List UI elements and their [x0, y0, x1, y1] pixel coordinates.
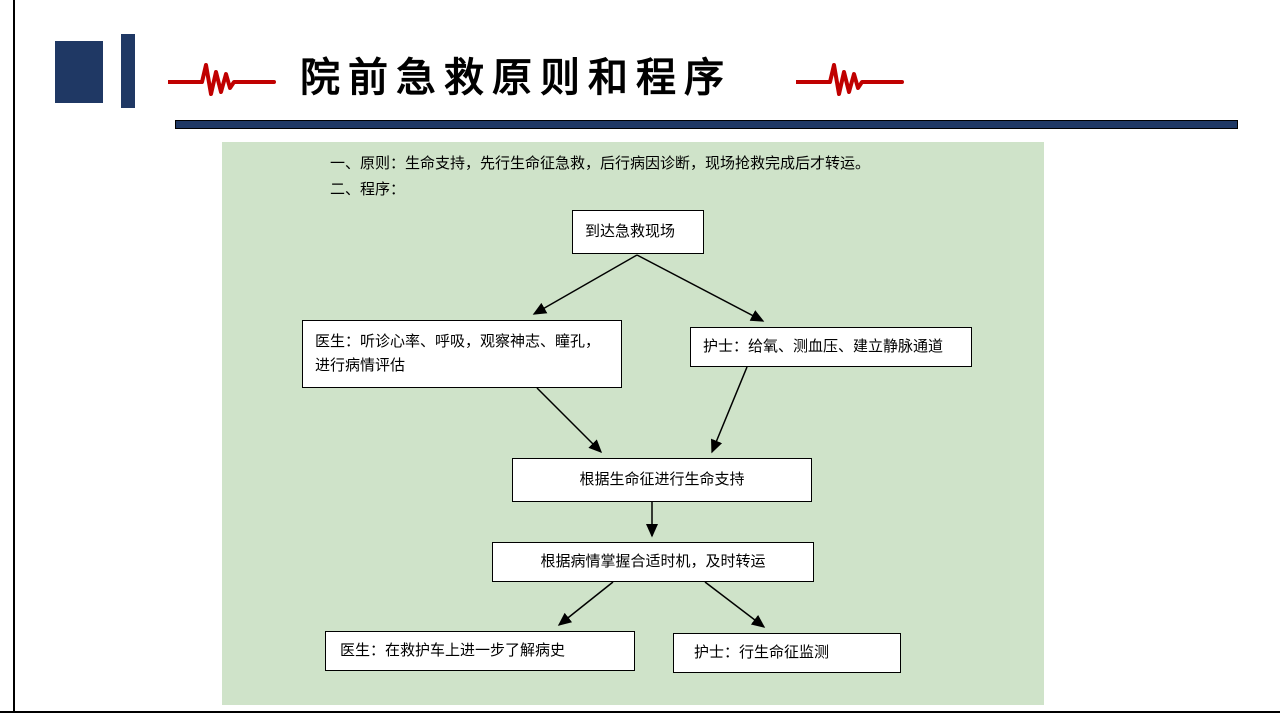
- flowchart-node-start: 到达急救现场: [572, 210, 704, 254]
- title-underline-rule: [175, 120, 1238, 129]
- title-deco-bar: [121, 34, 135, 108]
- flowchart-node-life-support: 根据生命征进行生命支持: [512, 458, 812, 502]
- flowchart-node-doctor-history: 医生：在救护车上进一步了解病史: [325, 631, 635, 671]
- flowchart-panel: 一、原则：生命支持，先行生命征急救，后行病因诊断，现场抢救完成后才转运。 二、程…: [222, 142, 1044, 705]
- ecg-pulse-icon: [168, 63, 276, 96]
- procedure-line: 二、程序：: [330, 181, 406, 198]
- flowchart-node-nurse-support: 护士：给氧、测血压、建立静脉通道: [690, 327, 972, 367]
- flowchart-node-transfer: 根据病情掌握合适时机，及时转运: [492, 542, 814, 582]
- flowchart-node-nurse-monitor: 护士：行生命征监测: [673, 633, 901, 673]
- slide-border-left: [13, 0, 15, 712]
- principle-line: 一、原则：生命支持，先行生命征急救，后行病因诊断，现场抢救完成后才转运。: [330, 155, 871, 172]
- flowchart-node-doctor-assess: 医生：听诊心率、呼吸，观察神志、瞳孔， 进行病情评估: [302, 320, 622, 388]
- ecg-pulse-icon: [796, 63, 904, 96]
- slide-border-bottom: [0, 711, 1280, 713]
- page-title: 院前急救原则和程序: [300, 56, 732, 100]
- principles-text: 一、原则：生命支持，先行生命征急救，后行病因诊断，现场抢救完成后才转运。 二、程…: [330, 151, 870, 203]
- title-deco-square: [55, 41, 103, 103]
